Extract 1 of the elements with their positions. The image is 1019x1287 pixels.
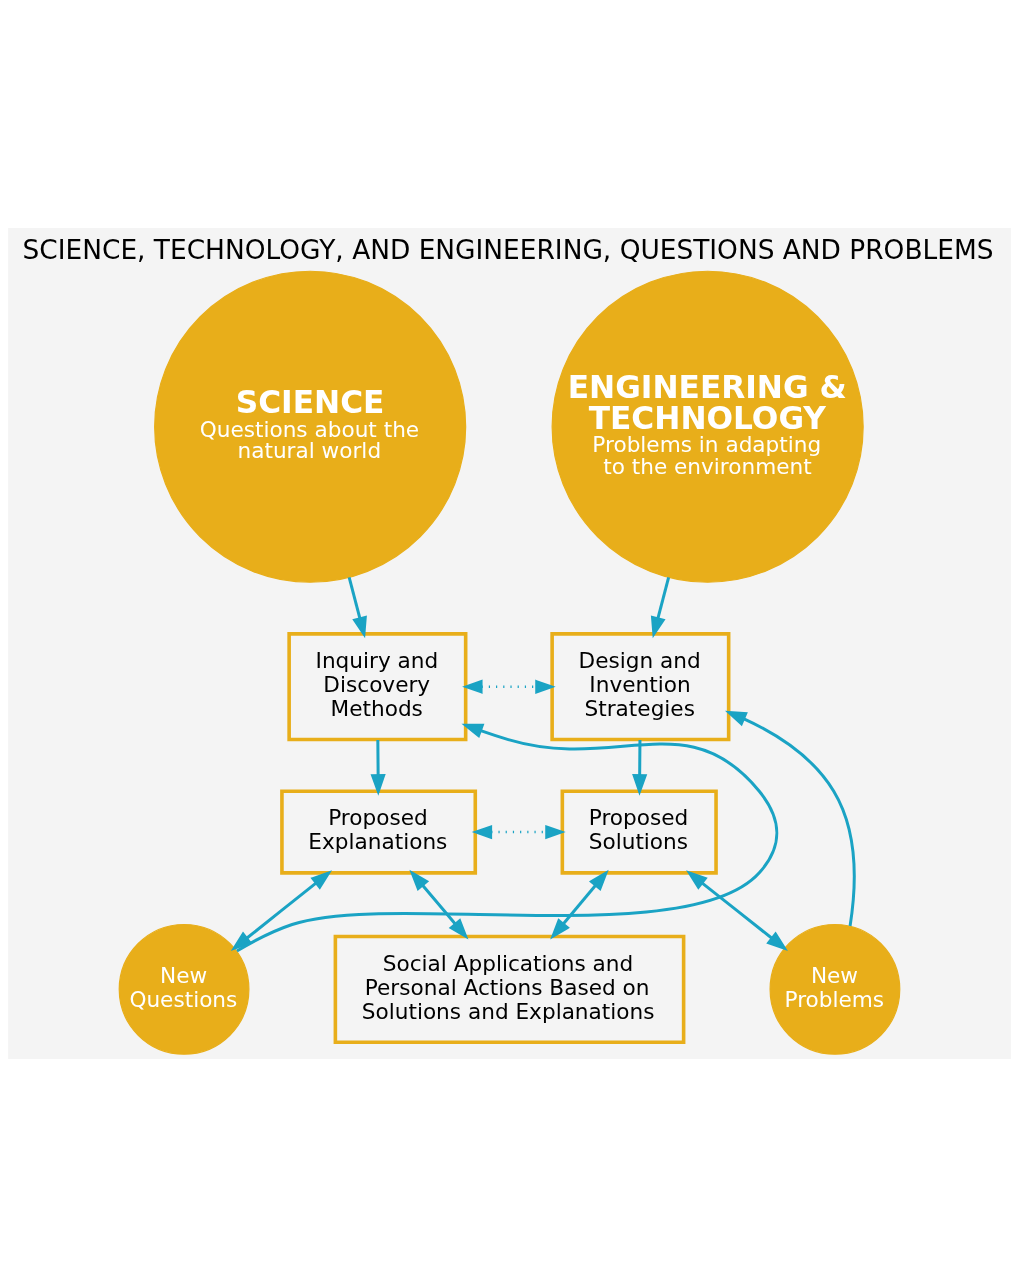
diagram-title: SCIENCE, TECHNOLOGY, AND ENGINEERING, QUESTIONS AND PROBLEMS (22, 233, 994, 265)
